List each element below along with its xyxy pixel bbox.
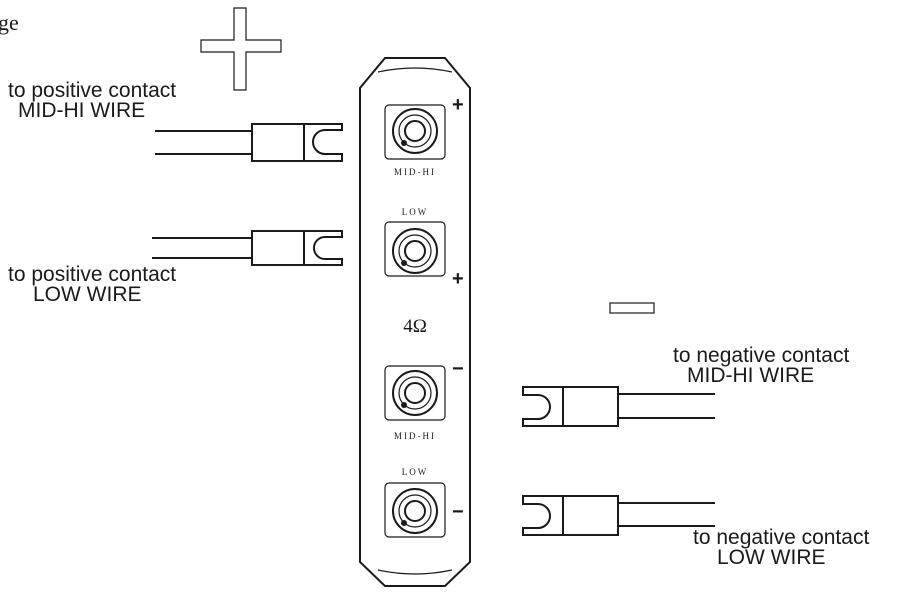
- pos-low-line2: LOW WIRE: [33, 283, 142, 306]
- terminal-2-low-positive: [384, 221, 446, 277]
- terminal-1-sign: +: [452, 94, 464, 116]
- neg-low-line1: to negative contact: [693, 526, 869, 549]
- neg-midhi-line1: to negative contact: [673, 344, 849, 367]
- terminal-3-bottom-label: MID-HI: [394, 431, 436, 441]
- terminal-4-top-label: LOW: [402, 467, 429, 477]
- pos-midhi-line2: MID-HI WIRE: [18, 99, 145, 122]
- neg-midhi-line2: MID-HI WIRE: [687, 364, 814, 387]
- terminal-panel: [359, 57, 471, 587]
- terminal-2-sign: +: [452, 268, 464, 290]
- terminal-4-sign: −: [452, 501, 464, 523]
- terminal-3-sign: −: [452, 358, 464, 380]
- plus-symbol-icon: [200, 7, 282, 91]
- terminal-2-top-label: LOW: [402, 207, 429, 217]
- pos-low-line1: to positive contact: [8, 263, 176, 286]
- connector-positive-low: [152, 230, 343, 266]
- terminal-3-midhi-negative: [384, 365, 446, 421]
- terminal-1-midhi-positive: [384, 104, 446, 160]
- connector-positive-midhi: [155, 123, 343, 162]
- minus-symbol-icon: [609, 302, 655, 314]
- terminal-4-low-negative: [384, 482, 446, 538]
- neg-low-line2: LOW WIRE: [717, 546, 826, 569]
- impedance-label: 4Ω: [403, 316, 427, 337]
- terminal-1-bottom-label: MID-HI: [394, 167, 436, 177]
- connector-negative-midhi: [522, 386, 715, 427]
- corner-text: ge: [0, 10, 19, 35]
- connector-negative-low: [522, 495, 715, 536]
- pos-midhi-line1: to positive contact: [8, 79, 176, 102]
